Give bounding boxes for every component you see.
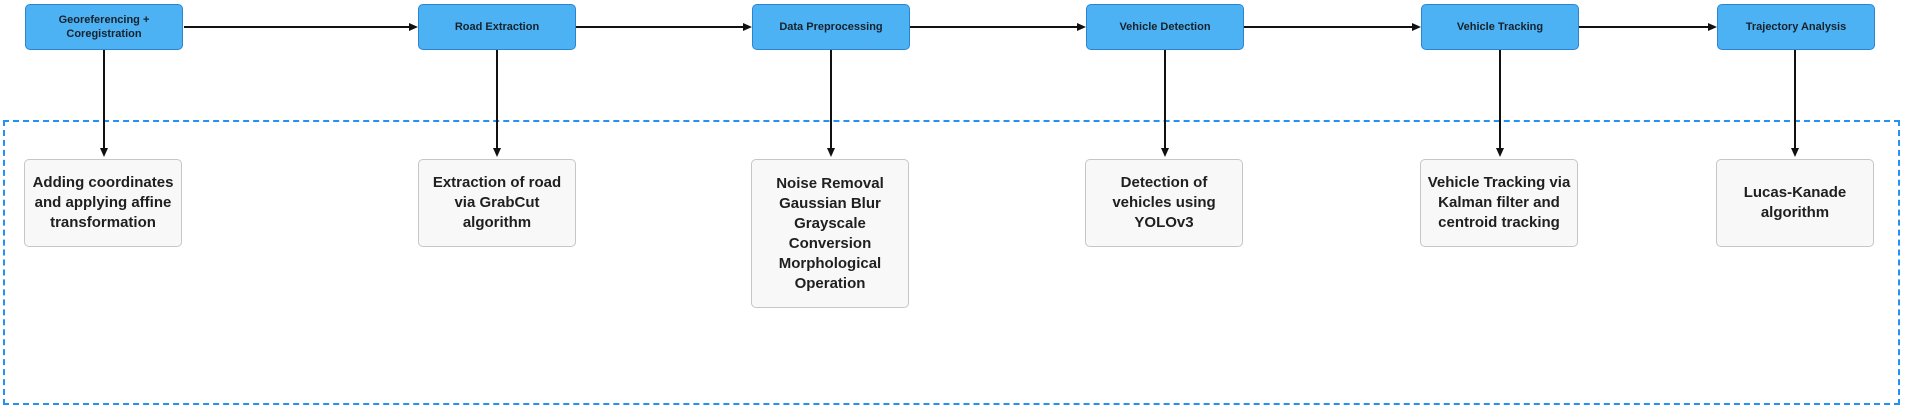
arrow-right-icon xyxy=(743,22,752,31)
connector-down-line-3 xyxy=(830,50,832,149)
connector-right-line-3 xyxy=(910,26,1077,28)
connector-right-line-1 xyxy=(184,26,409,28)
arrow-down-icon xyxy=(826,148,835,157)
detail-box-vehicle-detection: Detection of vehicles using YOLOv3 xyxy=(1085,159,1243,247)
dashed-detail-region xyxy=(3,120,1900,405)
detail-box-vehicle-tracking: Vehicle Tracking via Kalman filter and c… xyxy=(1420,159,1578,247)
arrow-right-icon xyxy=(1412,22,1421,31)
connector-right-line-5 xyxy=(1579,26,1708,28)
connector-down-line-6 xyxy=(1794,50,1796,149)
arrow-down-icon xyxy=(1495,148,1504,157)
connector-right-line-2 xyxy=(576,26,743,28)
arrow-right-icon xyxy=(1077,22,1086,31)
detail-box-georeferencing: Adding coordinates and applying affine t… xyxy=(24,159,182,247)
connector-down-line-4 xyxy=(1164,50,1166,149)
connector-down-line-1 xyxy=(103,50,105,149)
arrow-down-icon xyxy=(99,148,108,157)
stage-box-vehicle-detection: Vehicle Detection xyxy=(1086,4,1244,50)
arrow-down-icon xyxy=(492,148,501,157)
connector-down-line-5 xyxy=(1499,50,1501,149)
arrow-right-icon xyxy=(1708,22,1717,31)
arrow-down-icon xyxy=(1790,148,1799,157)
arrow-right-icon xyxy=(409,22,418,31)
connector-right-line-4 xyxy=(1244,26,1412,28)
stage-box-data-preprocessing: Data Preprocessing xyxy=(752,4,910,50)
arrow-down-icon xyxy=(1160,148,1169,157)
stage-box-trajectory-analysis: Trajectory Analysis xyxy=(1717,4,1875,50)
stage-box-georeferencing: Georeferencing + Coregistration xyxy=(25,4,183,50)
detail-box-trajectory-analysis: Lucas-Kanade algorithm xyxy=(1716,159,1874,247)
connector-down-line-2 xyxy=(496,50,498,149)
stage-box-road-extraction: Road Extraction xyxy=(418,4,576,50)
detail-box-road-extraction: Extraction of road via GrabCut algorithm xyxy=(418,159,576,247)
detail-box-data-preprocessing: Noise Removal Gaussian Blur Grayscale Co… xyxy=(751,159,909,308)
stage-box-vehicle-tracking: Vehicle Tracking xyxy=(1421,4,1579,50)
